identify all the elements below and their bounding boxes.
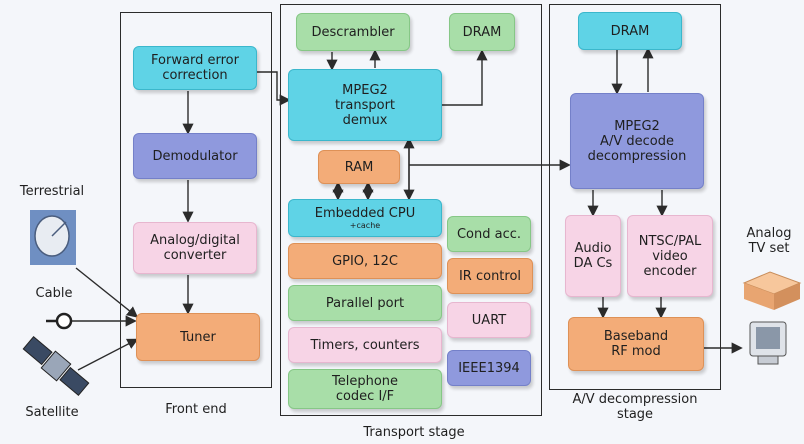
front-end-stage: [120, 12, 272, 388]
av-decompression-stage: [549, 4, 721, 390]
audio-dacs-box: Audio DA Cs: [565, 215, 621, 297]
tuner-box: Tuner: [136, 313, 260, 361]
cond-acc-box: Cond acc.: [447, 216, 531, 252]
transport-demux-box: MPEG2 transport demux: [288, 69, 442, 141]
telephone-codec-box: Telephone codec I/F: [288, 369, 442, 409]
embedded-cpu-label: Embedded CPU: [314, 206, 416, 221]
analog-tv-label: Analog TV set: [746, 226, 792, 256]
baseband-rf-box: Baseband RF mod: [568, 317, 704, 371]
av-decode-box: MPEG2 A/V decode decompression: [570, 93, 704, 189]
front-end-label: Front end: [165, 402, 227, 417]
av-stage-label: A/V decompression stage: [572, 392, 698, 422]
gpio-box: GPIO, 12C: [288, 243, 442, 279]
av-dram-box: DRAM: [578, 12, 682, 50]
antenna-dish-icon: [30, 210, 76, 265]
descrambler-box: Descrambler: [296, 13, 410, 51]
ram-box: RAM: [318, 150, 400, 184]
satellite-label: Satellite: [25, 405, 79, 420]
demodulator-box: Demodulator: [133, 133, 257, 179]
ir-control-box: IR control: [447, 258, 533, 294]
cable-label: Cable: [35, 286, 73, 301]
timers-counters-box: Timers, counters: [288, 327, 442, 363]
embedded-cpu-box: Embedded CPU +cache: [288, 199, 442, 237]
uart-box: UART: [447, 302, 531, 338]
transport-stage: [280, 4, 542, 416]
transport-stage-label: Transport stage: [363, 425, 465, 440]
forward-error-correction-box: Forward error correction: [133, 46, 257, 90]
analog-digital-converter-box: Analog/digital converter: [133, 222, 257, 274]
ieee1394-box: IEEE1394: [447, 350, 531, 386]
cpu-cache-label: +cache: [349, 221, 381, 230]
satellite-icon: [22, 336, 90, 396]
video-encoder-box: NTSC/PAL video encoder: [627, 215, 713, 297]
tv-set-icon: [742, 271, 802, 365]
terrestrial-label: Terrestrial: [19, 184, 85, 199]
transport-dram-box: DRAM: [449, 13, 515, 51]
cable-plug-icon: [46, 312, 73, 330]
parallel-port-box: Parallel port: [288, 285, 442, 321]
